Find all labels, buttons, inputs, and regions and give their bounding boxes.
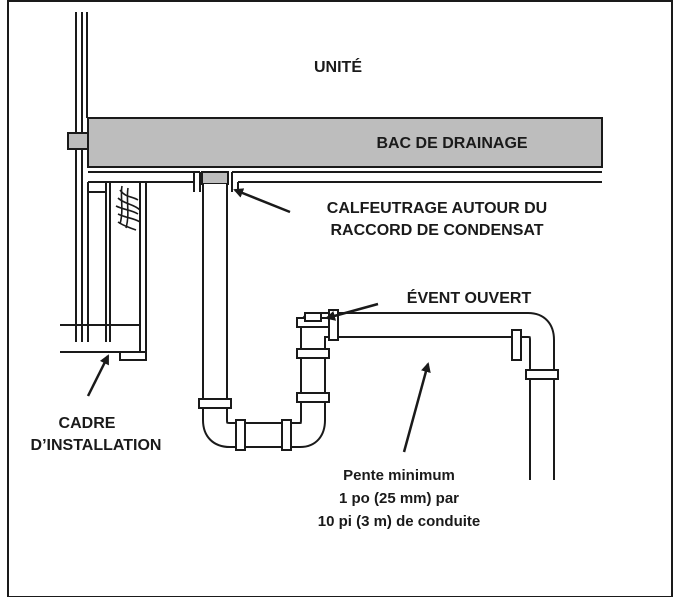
installation-frame [60,182,147,361]
condensate-fitting [201,171,229,185]
pipe-couplings [198,309,559,451]
slope-label-line2: 1 po (25 mm) par [339,490,459,507]
drain-pan-outlet-stub [67,132,89,150]
frame-label-line1: CADRE [59,415,116,432]
wiring-scribble [115,185,141,231]
unit-label: UNITÉ [314,57,362,76]
drain-pan [87,117,603,168]
frame-label-line2: D’INSTALLATION [31,437,162,454]
open-vent-label: ÉVENT OUVERT [407,288,532,307]
slope-label-line1: Pente minimum [343,467,455,484]
frame-arrow [86,354,110,397]
caulking-label-line2: RACCORD DE CONDENSAT [330,222,543,239]
open-vent-arrow [325,302,379,321]
pointer-arrows [86,188,431,453]
diagram-border [7,0,673,598]
caulking-arrow [233,188,291,214]
slope-arrow [402,362,431,453]
caulking-label-line1: CALFEUTRAGE AUTOUR DU [327,200,547,217]
slope-label-line3: 10 pi (3 m) de conduite [318,513,481,530]
drain-pan-label: BAC DE DRAINAGE [376,135,527,152]
unit-cabinet [75,12,88,342]
unit-base-rails [88,171,602,192]
